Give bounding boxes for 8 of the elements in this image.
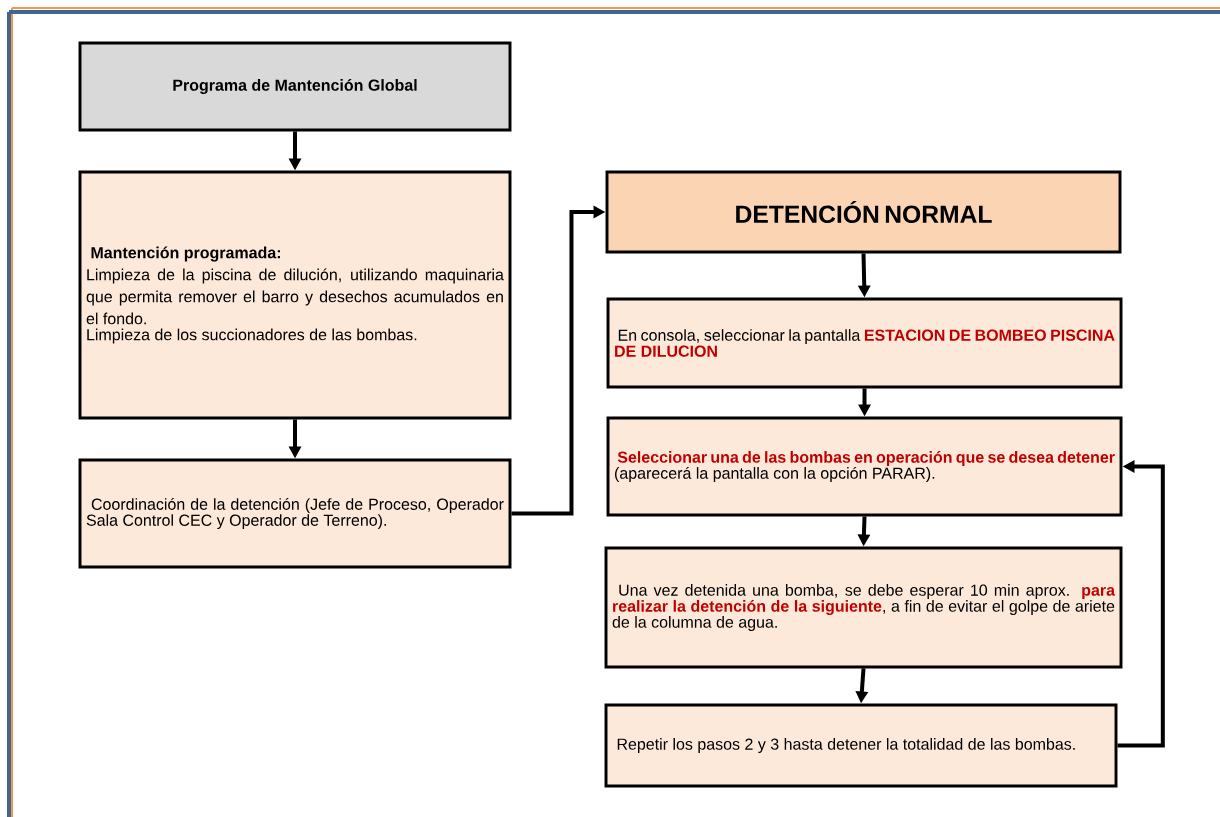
process-box: Una vez detenida una bomba, se debe esperar 10 min aprox. para realizar la detención de la siguiente, a fin de evitar el golpe de ariete de la columna de agua. [604, 546, 1123, 669]
heading-box: DETENCIÓN NORMAL [605, 170, 1122, 254]
process-box: Seleccionar una de las bombas en operación que se desea detener (aparecerá la pantalla con la opción PARAR). [606, 416, 1123, 517]
title-box: Programa de Mantención Global [78, 41, 512, 132]
process-box: En consola, seleccionar la pantalla ESTACION DE BOMBEO PISCINA DE DILUCION [606, 297, 1123, 389]
process-box: Mantención programada: Limpieza de la piscina de dilución, utilizando maquinaria que permita remover el barro y desechos acumulados en el fondo. Limpieza de los succionadores de las bombas. [78, 170, 512, 420]
process-box: Repetir los pasos 2 y 3 hasta detener la totalidad de las bombas. [604, 703, 1118, 788]
process-box: Coordinación de la detención (Jefe de Proceso, Operador Sala Control CEC y Operador de Terreno). [78, 458, 512, 569]
